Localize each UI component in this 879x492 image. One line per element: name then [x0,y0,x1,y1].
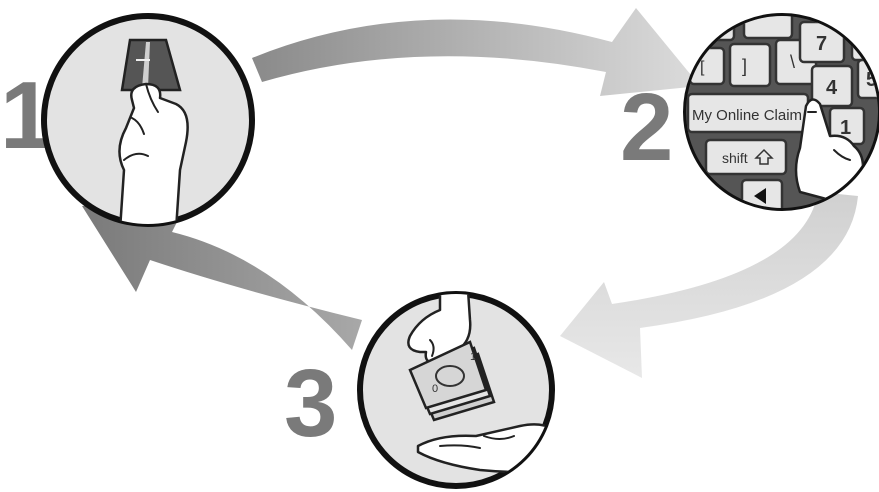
key-4: 4 [826,77,838,99]
key-7: 7 [816,33,827,55]
key-bracket: ] [742,56,747,76]
keyboard-key-press-icon: [ ] \ 7 My Online Claim 4 5 1 shift [686,16,878,208]
cycle-arrows [82,8,858,378]
step-2-number: 2 [620,74,673,181]
step-3: 3 0 1 [284,291,555,489]
key-open-bracket: [ [700,59,705,76]
key-shift: shift [722,150,748,166]
claim-key-label: My Online Claim [692,107,802,124]
arrow-step2-to-step3 [560,192,858,378]
svg-text:1: 1 [470,351,476,363]
arrow-step1-to-step2 [252,8,700,96]
step-2: 2 [ ] \ 7 My Online Claim 4 5 1 [620,13,879,211]
step-3-number: 3 [284,350,337,457]
step-1: 1 [0,13,255,227]
key-5: 5 [866,69,877,91]
key-backslash: \ [790,52,795,72]
payment-card-in-hand-icon [118,38,189,224]
key-1: 1 [840,117,851,139]
svg-text:0: 0 [432,383,438,395]
banknotes-icon: 0 1 [408,340,496,422]
arrow-step3-to-step1 [82,200,362,350]
